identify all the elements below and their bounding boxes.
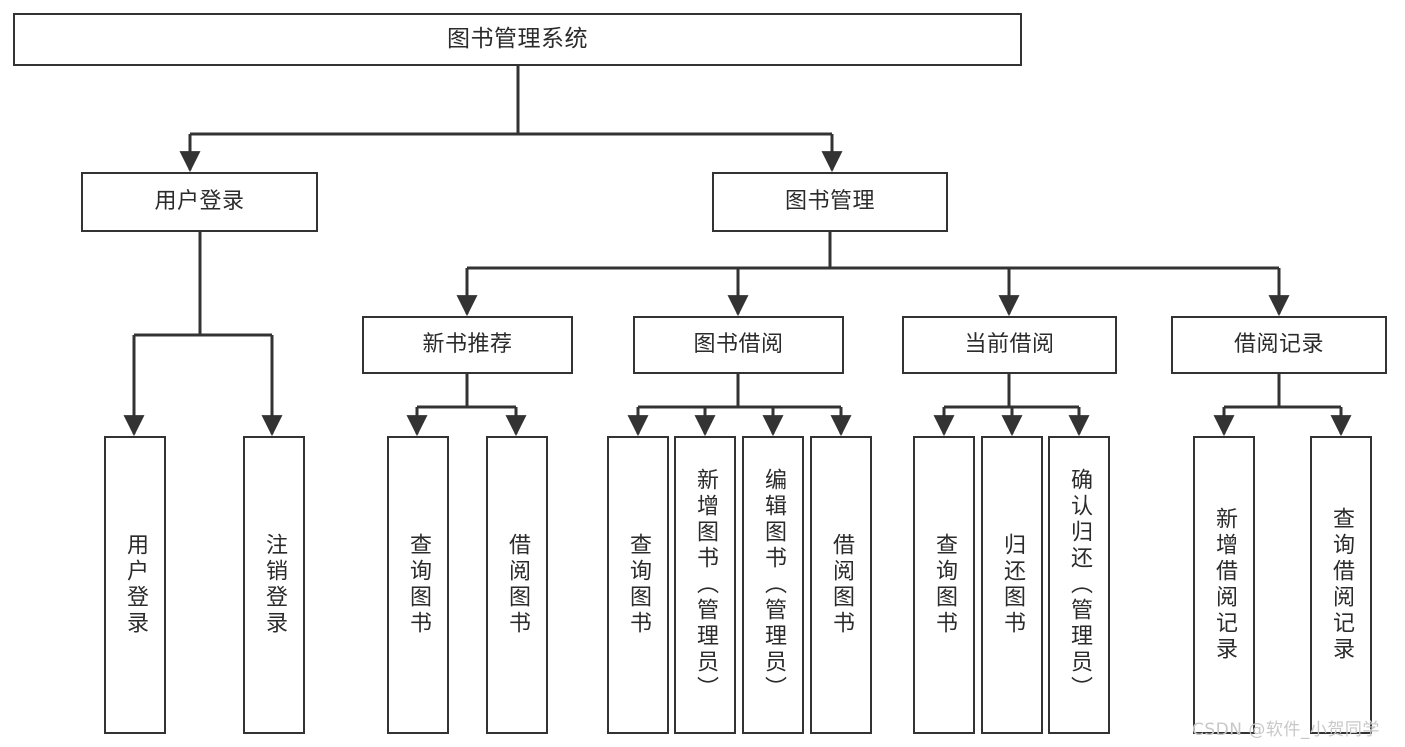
node-label: 用户登录	[123, 533, 148, 637]
node-leaf-borrow-book-1[interactable]: 借阅图书	[486, 436, 548, 734]
node-label: 新书推荐	[422, 331, 513, 357]
node-leaf-return-book[interactable]: 归还图书	[981, 436, 1043, 734]
node-user-login[interactable]: 用户登录	[81, 172, 318, 232]
node-leaf-edit-book-admin[interactable]: 编辑图书（管理员）	[742, 436, 804, 734]
node-leaf-query-book-3[interactable]: 查询图书	[913, 436, 975, 734]
node-label: 当前借阅	[964, 331, 1055, 357]
node-label: 图书管理系统	[447, 25, 588, 52]
node-book-borrow[interactable]: 图书借阅	[633, 316, 844, 374]
node-label: 借阅图书	[829, 533, 854, 637]
node-leaf-query-book-2[interactable]: 查询图书	[607, 436, 669, 734]
node-label: 用户登录	[154, 188, 245, 214]
node-label: 查询图书	[626, 533, 651, 637]
node-new-book-recommend[interactable]: 新书推荐	[362, 316, 573, 374]
node-book-manage[interactable]: 图书管理	[712, 172, 948, 232]
node-label: 查询借阅记录	[1329, 507, 1354, 663]
node-current-borrow[interactable]: 当前借阅	[902, 316, 1117, 374]
node-label: 新增借阅记录	[1212, 507, 1237, 663]
node-leaf-user-login[interactable]: 用户登录	[104, 436, 166, 734]
node-label: 归还图书	[1000, 533, 1025, 637]
node-label: 借阅记录	[1233, 331, 1324, 357]
node-leaf-query-borrow-record[interactable]: 查询借阅记录	[1310, 436, 1372, 734]
node-label: 注销登录	[262, 533, 287, 637]
node-leaf-add-borrow-record[interactable]: 新增借阅记录	[1193, 436, 1255, 734]
node-label: 图书借阅	[693, 331, 784, 357]
node-label: 查询图书	[932, 533, 957, 637]
node-leaf-add-book-admin[interactable]: 新增图书（管理员）	[674, 436, 736, 734]
node-borrow-record[interactable]: 借阅记录	[1171, 316, 1387, 374]
node-label: 查询图书	[406, 533, 431, 637]
node-leaf-borrow-book-2[interactable]: 借阅图书	[810, 436, 872, 734]
node-label: 编辑图书（管理员）	[761, 468, 786, 702]
node-leaf-confirm-return-admin[interactable]: 确认归还（管理员）	[1048, 436, 1110, 734]
node-leaf-user-logout[interactable]: 注销登录	[243, 436, 305, 734]
node-label: 借阅图书	[505, 533, 530, 637]
node-label: 确认归还（管理员）	[1067, 468, 1092, 702]
node-root-system[interactable]: 图书管理系统	[13, 13, 1022, 66]
node-label: 新增图书（管理员）	[693, 468, 718, 702]
node-label: 图书管理	[784, 188, 875, 214]
node-leaf-query-book-1[interactable]: 查询图书	[387, 436, 449, 734]
